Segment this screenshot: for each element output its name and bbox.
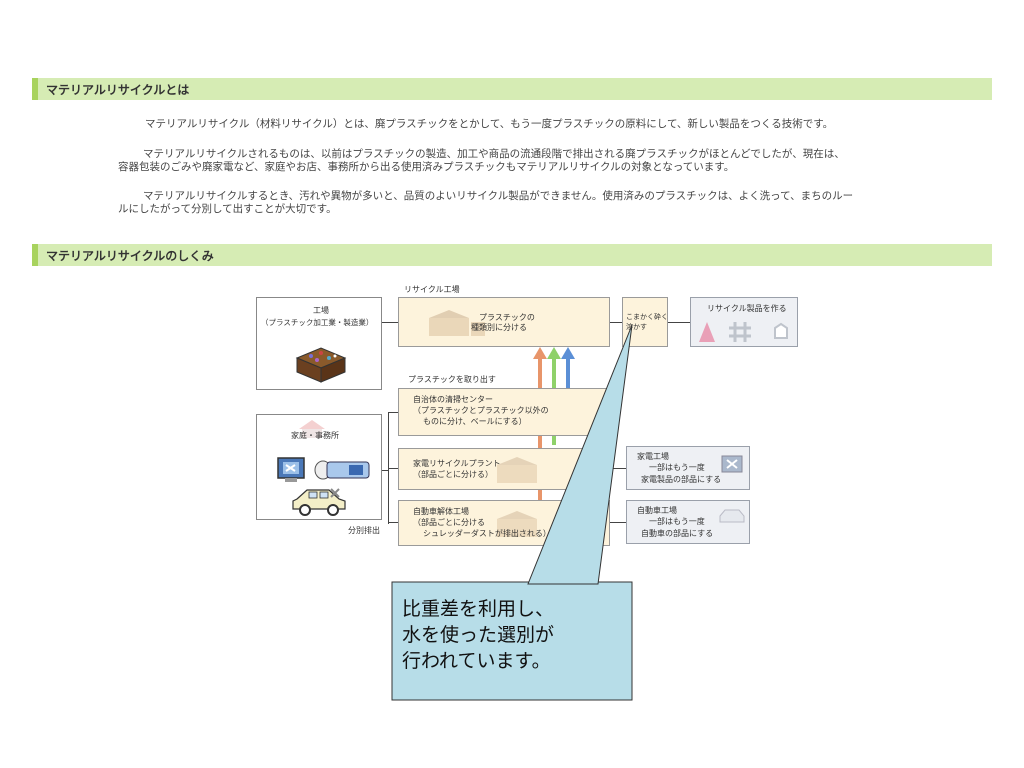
paragraph-2-line-1: マテリアルリサイクルされるものは、以前はプラスチックの製造、加工や商品の流通段階… bbox=[143, 148, 845, 160]
section-title-mechanism: マテリアルリサイクルのしくみ bbox=[46, 249, 214, 263]
connector-household bbox=[382, 470, 388, 471]
appl-factory-line-2: 一部はもう一度 bbox=[649, 463, 705, 472]
appliance-icon bbox=[314, 460, 370, 480]
car-factory-line-2: 一部はもう一度 bbox=[649, 517, 705, 526]
callout-line-1: 比重差を利用し、 bbox=[402, 598, 555, 620]
sort-box: プラスチックの 種類別に分ける bbox=[398, 297, 610, 347]
house-icon bbox=[299, 420, 325, 438]
car-line-2: （部品ごとに分ける bbox=[413, 518, 485, 527]
household-box: 家庭・事務所 bbox=[256, 414, 382, 520]
callout-text: 比重差を利用し、 水を使った選別が 行われています。 bbox=[402, 596, 626, 674]
crush-line-2: 溶かす bbox=[626, 323, 647, 331]
connector-crush-product bbox=[668, 322, 690, 323]
connector-car-factory bbox=[610, 522, 626, 523]
car-factory-line-1: 自動車工場 bbox=[637, 506, 677, 515]
connector-factory bbox=[382, 322, 398, 323]
paragraph-1-text: マテリアルリサイクル（材料リサイクル）とは、廃プラスチックをとかして、もう一度プ… bbox=[145, 118, 834, 130]
appliance-part-icon bbox=[721, 455, 743, 473]
connector-car bbox=[388, 522, 398, 523]
connector-appl-factory bbox=[610, 468, 626, 469]
section-header-about: マテリアルリサイクルとは bbox=[32, 78, 992, 100]
appliance-line-2: （部品ごとに分ける） bbox=[413, 470, 493, 479]
center-line-3: ものに分け、ベールにする） bbox=[423, 417, 527, 426]
paragraph-2: マテリアルリサイクルされるものは、以前はプラスチックの製造、加工や商品の流通段階… bbox=[118, 148, 958, 174]
section-header-mechanism: マテリアルリサイクルのしくみ bbox=[32, 244, 992, 266]
label-separate: 分別排出 bbox=[348, 526, 380, 535]
factory-name: 工場 bbox=[313, 306, 329, 315]
car-part-icon bbox=[719, 509, 745, 523]
car-plant-icon bbox=[497, 511, 537, 537]
appliance-line-1: 家電リサイクルプラント bbox=[413, 459, 501, 468]
sort-plant-icon bbox=[429, 310, 485, 336]
connector-center bbox=[388, 412, 398, 413]
plastic-bale-icon bbox=[295, 347, 347, 383]
callout-line-2: 水を使った選別が bbox=[402, 624, 555, 646]
factory-sub: （プラスチック加工業・製造業） bbox=[261, 318, 374, 327]
car-factory-line-3: 自動車の部品にする bbox=[641, 529, 714, 538]
car-line-1: 自動車解体工場 bbox=[413, 507, 469, 516]
sort-line-1: プラスチックの bbox=[479, 313, 535, 322]
paragraph-1: マテリアルリサイクル（材料リサイクル）とは、廃プラスチックをとかして、もう一度プ… bbox=[145, 118, 985, 131]
car-factory-box: 自動車工場 一部はもう一度 自動車の部品にする bbox=[626, 500, 750, 544]
appl-factory-line-1: 家電工場 bbox=[637, 452, 669, 461]
connector-sort-crush bbox=[610, 322, 622, 323]
household-title: 家庭・事務所 bbox=[291, 431, 339, 440]
car-icon bbox=[292, 488, 346, 516]
cleaning-center-box: 自治体の清掃センター （プラスチックとプラスチック以外の ものに分け、ベールにす… bbox=[398, 388, 610, 436]
center-line-1: 自治体の清掃センター bbox=[413, 395, 493, 404]
crush-line-1: こまかく砕く bbox=[626, 313, 668, 321]
section-title-about: マテリアルリサイクルとは bbox=[46, 83, 190, 97]
label-extract: プラスチックを取り出す bbox=[408, 375, 496, 384]
appl-factory-line-3: 家電製品の部品にする bbox=[641, 475, 722, 484]
connector-appliance bbox=[388, 468, 398, 469]
factory-box: 工場 （プラスチック加工業・製造業） bbox=[256, 297, 382, 390]
recycled-products-icon bbox=[699, 322, 788, 342]
paragraph-3: マテリアルリサイクルするとき、汚れや異物が多いと、品質のよいリサイクル製品ができ… bbox=[118, 190, 958, 216]
product-title: リサイクル製品を作る bbox=[707, 304, 787, 313]
sort-line-2: 種類別に分ける bbox=[471, 323, 527, 332]
paragraph-3-line-1: マテリアルリサイクルするとき、汚れや異物が多いと、品質のよいリサイクル製品ができ… bbox=[143, 190, 854, 202]
paragraph-2-line-2: 容器包装のごみや廃家電など、家庭やお店、事務所から出る使用済みプラスチックもマテ… bbox=[118, 161, 735, 173]
paragraph-3-line-2: ルにしたがって分別して出すことが大切です。 bbox=[118, 203, 337, 215]
center-line-2: （プラスチックとプラスチック以外の bbox=[413, 406, 549, 415]
appliance-factory-box: 家電工場 一部はもう一度 家電製品の部品にする bbox=[626, 446, 750, 490]
car-line-3: シュレッダーダストが排出される） bbox=[423, 529, 551, 538]
tv-icon bbox=[277, 457, 305, 482]
recycled-product-box: リサイクル製品を作る bbox=[690, 297, 798, 347]
appliance-plant-icon bbox=[497, 457, 537, 483]
label-recycle-plant: リサイクル工場 bbox=[404, 285, 460, 294]
callout-line-3: 行われています。 bbox=[402, 650, 551, 672]
